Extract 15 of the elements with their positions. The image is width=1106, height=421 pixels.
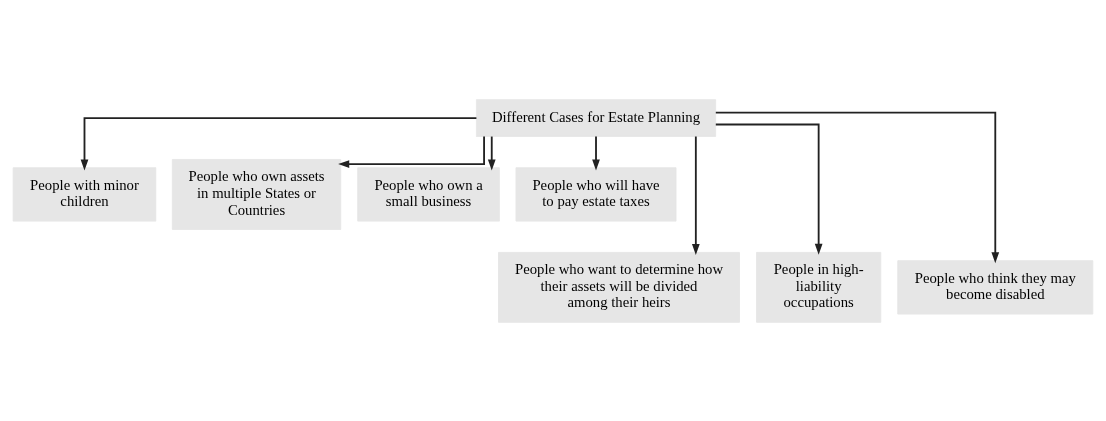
- arrow: [592, 135, 600, 171]
- arrow: [487, 135, 496, 171]
- node-box: People who own a small business: [357, 166, 500, 222]
- arrow: [338, 135, 485, 168]
- node-box: People who own assets in multiple States or Countries: [171, 158, 342, 230]
- node-box: People in high-liability occupations: [756, 251, 882, 323]
- arrow: [80, 116, 478, 170]
- arrow: [714, 111, 1000, 263]
- arrow: [691, 135, 700, 255]
- node-box: People who want to determine how their assets will be divided among their heirs: [498, 251, 740, 323]
- node-box: People who think they may become disabled: [897, 259, 1094, 314]
- node-box: People with minor children: [12, 166, 157, 222]
- arrow: [714, 123, 823, 255]
- node-box: People who will have to pay estate taxes: [515, 166, 677, 222]
- node-box: Different Cases for Estate Planning: [475, 98, 717, 137]
